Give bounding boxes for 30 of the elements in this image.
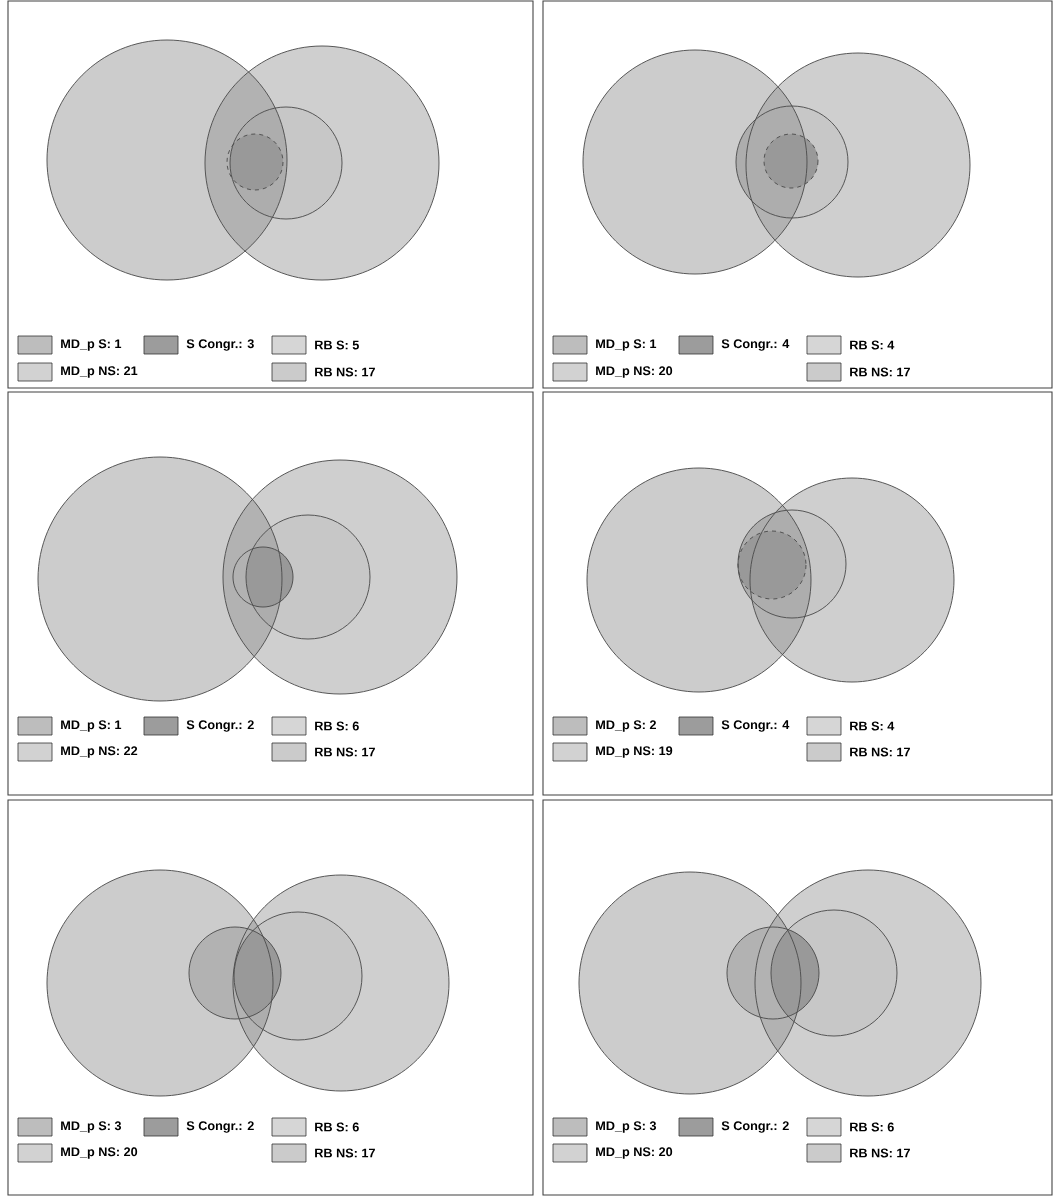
legend-label: MD_p NS: 20 xyxy=(61,1147,138,1159)
legend-label: RB S: 4 xyxy=(850,721,895,731)
legend-label: RB NS: 17 xyxy=(850,747,910,757)
legend-label: S Congr.: 2 xyxy=(721,1121,789,1133)
legend-label: RB S: 6 xyxy=(315,721,359,731)
legend-label: S Congr.: 2 xyxy=(186,1121,254,1133)
legend-label: MD_p S: 1 xyxy=(596,339,657,351)
legend-label: MD_p NS: 20 xyxy=(596,1147,673,1159)
legend-label: RB NS: 17 xyxy=(315,1148,375,1158)
legend-label: MD_p S: 2 xyxy=(596,720,656,732)
legend-label: MD_p NS: 19 xyxy=(596,746,673,758)
legend-label: RB S: 6 xyxy=(315,1122,359,1132)
legend-label: S Congr.: 3 xyxy=(186,339,254,351)
legend-label: RB NS: 17 xyxy=(315,747,375,757)
legend-label: MD_p S: 1 xyxy=(61,720,122,732)
legend-label: RB NS: 17 xyxy=(850,367,910,377)
legend-label: MD_p NS: 22 xyxy=(61,746,138,758)
legend-label: RB S: 4 xyxy=(850,340,895,350)
legend-label: RB S: 6 xyxy=(850,1122,894,1132)
legend-label: MD_p S: 1 xyxy=(61,339,122,351)
legend-label: S Congr.: 4 xyxy=(721,720,790,732)
legend-label: S Congr.: 2 xyxy=(186,720,254,732)
legend-label: S Congr.: 4 xyxy=(721,339,790,351)
legend-label: MD_p S: 3 xyxy=(61,1121,122,1133)
legend-label: RB NS: 17 xyxy=(850,1148,910,1158)
legend-label: MD_p NS: 21 xyxy=(61,366,138,378)
legend-label: RB S: 5 xyxy=(315,340,359,350)
legend-label: RB NS: 17 xyxy=(315,367,375,377)
legend-label: MD_p S: 3 xyxy=(596,1121,657,1133)
legend-label: MD_p NS: 20 xyxy=(596,366,673,378)
